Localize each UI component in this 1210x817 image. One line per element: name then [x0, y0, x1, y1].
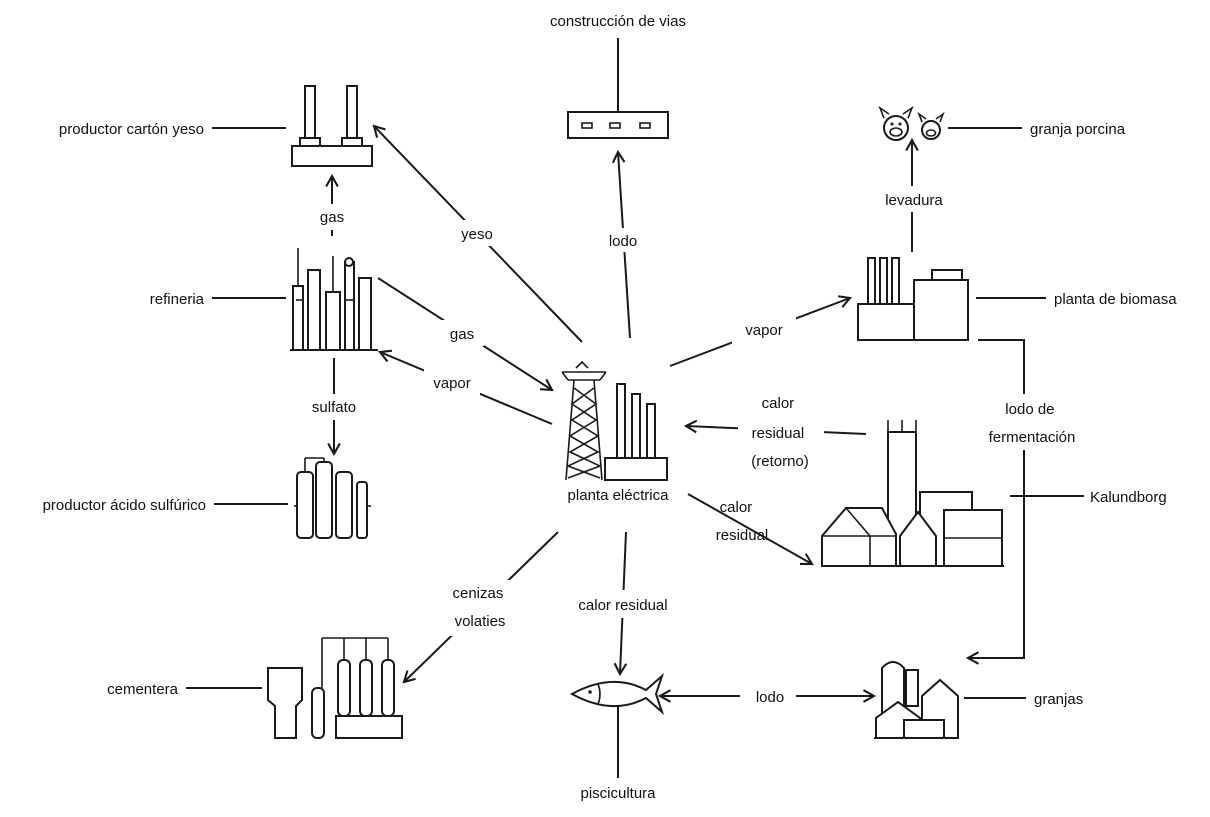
road-construction-label: construcción de vias	[550, 13, 686, 30]
sulfuric-acid-producer-icon	[294, 457, 371, 539]
flow-label-lodo-fermentacion: lodo de fermentación	[989, 401, 1076, 446]
flow-label-vapor-to-biomass: vapor	[745, 322, 783, 339]
flow-label-gas-to-plant: gas	[450, 326, 474, 343]
cement-label: cementera	[107, 681, 179, 698]
farms-icon	[874, 661, 959, 739]
flow-label-vapor-to-refinery: vapor	[433, 375, 471, 392]
gypsum-board-producer-icon	[291, 85, 373, 167]
refinery-icon	[290, 248, 378, 351]
fish-farm-label: piscicultura	[580, 785, 656, 802]
fish-icon	[569, 672, 665, 716]
road-construction-icon	[567, 111, 669, 139]
calor-town-arrow	[687, 493, 814, 566]
pig-farm-icon	[878, 105, 945, 141]
kalundborg-town-icon	[821, 420, 1004, 567]
biomass-label: planta de biomasa	[1054, 291, 1177, 308]
farms-label: granjas	[1034, 691, 1083, 708]
flow-label-lodo-top: lodo	[609, 233, 637, 250]
flow-label-sulfato: sulfato	[312, 399, 356, 416]
kalundborg-label: Kalundborg	[1090, 489, 1167, 506]
flow-label-calor-retorno: calor residual (retorno)	[751, 395, 809, 470]
flow-label-calor-fish: calor residual	[578, 597, 667, 614]
pig-farm-label: granja porcina	[1030, 121, 1126, 138]
flow-label-gas-up: gas	[320, 209, 344, 226]
power-plant-label: planta eléctrica	[568, 487, 670, 504]
cement-plant-icon	[267, 637, 403, 739]
sulfuric-acid-label: productor ácido sulfúrico	[43, 497, 206, 514]
flow-label-yeso: yeso	[461, 226, 493, 243]
flow-label-lodo-fish-farms: lodo	[756, 689, 784, 706]
refinery-label: refineria	[150, 291, 205, 308]
flow-label-levadura: levadura	[885, 192, 943, 209]
power-plant-icon	[561, 360, 668, 481]
flow-label-calor-town: calor residual	[716, 499, 769, 544]
biomass-plant-icon	[857, 257, 969, 341]
gypsum-board-label: productor cartón yeso	[59, 121, 204, 138]
flow-label-cenizas: cenizas volaties	[452, 585, 507, 630]
lodo-fermentacion-arrow	[965, 339, 1025, 665]
